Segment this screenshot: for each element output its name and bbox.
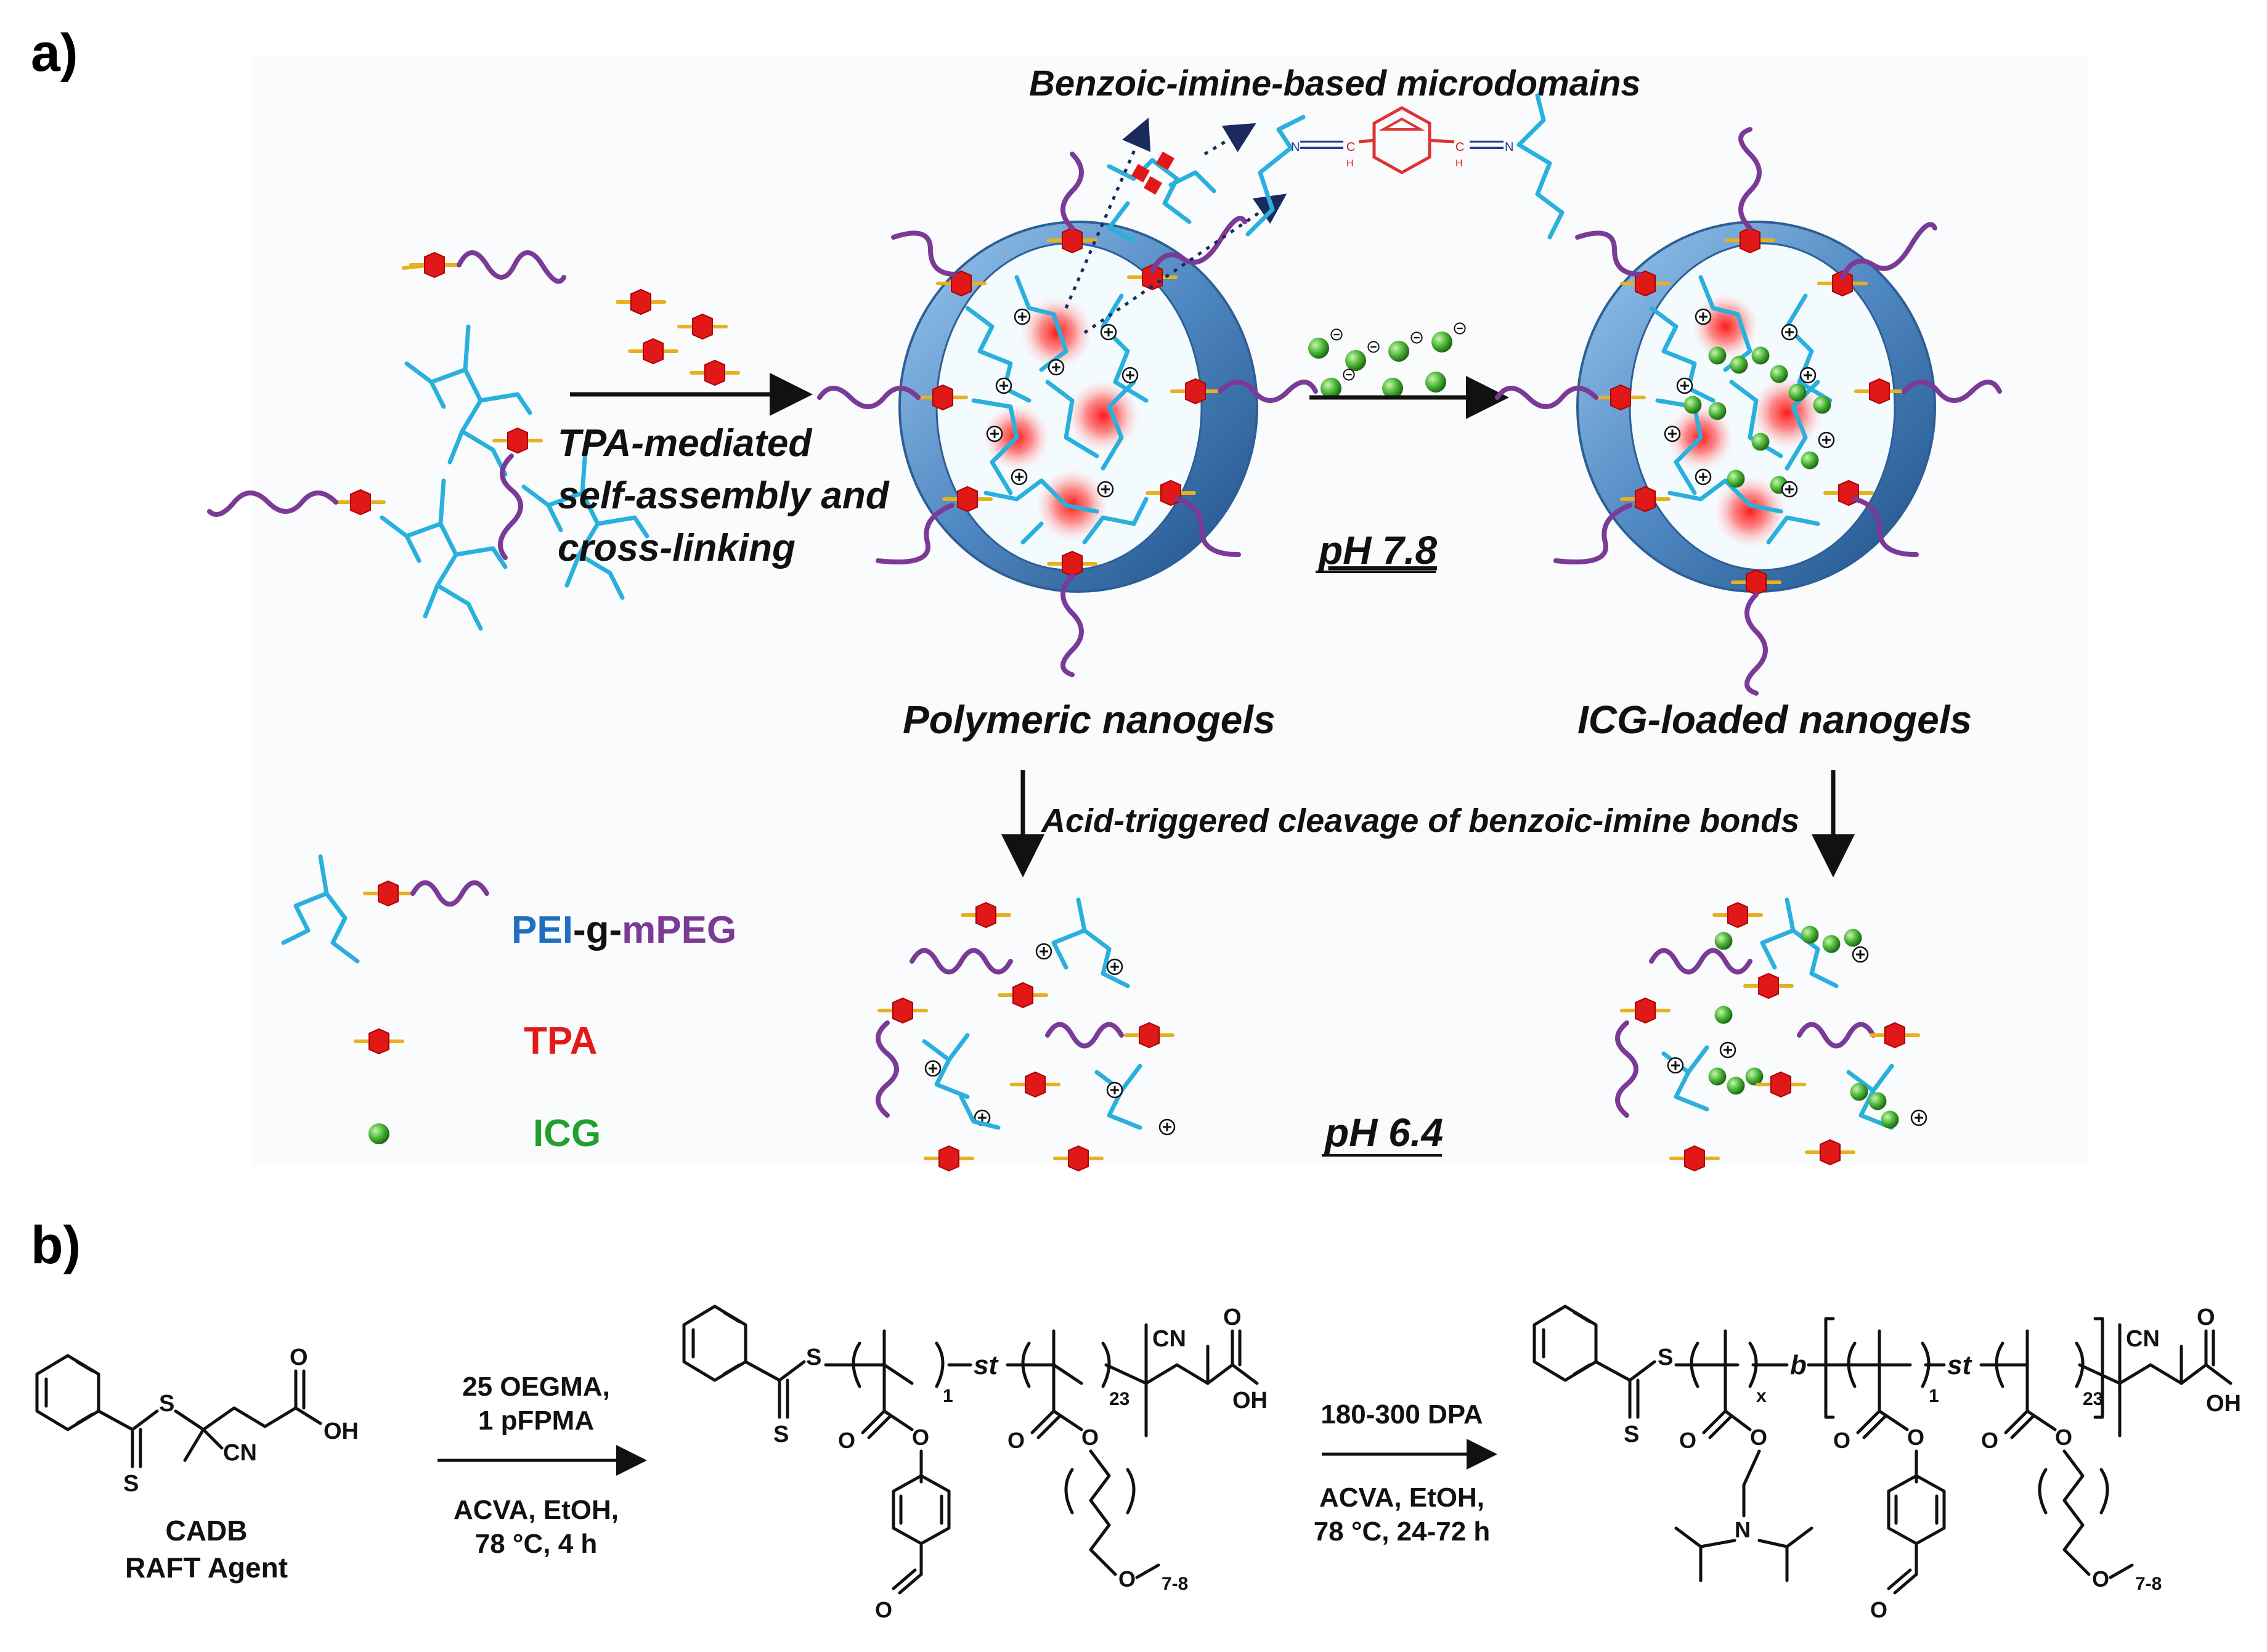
svg-text:S: S xyxy=(773,1422,789,1447)
svg-text:CN: CN xyxy=(223,1440,257,1466)
cadb-subtitle: RAFT Agent xyxy=(125,1552,288,1584)
svg-text:O: O xyxy=(1870,1597,1887,1622)
svg-text:C: C xyxy=(1455,140,1464,154)
legend-icg: ICG xyxy=(533,1112,601,1155)
disassembled-icg-nanogel xyxy=(1615,897,1927,1171)
step1-condition-2: 78 °C, 4 h xyxy=(475,1529,598,1559)
step2-reagent: 180-300 DPA xyxy=(1321,1399,1483,1430)
svg-text:23: 23 xyxy=(1109,1389,1129,1409)
svg-text:O: O xyxy=(2092,1566,2109,1592)
legend-pei-g-mpeg: PEI-g-mPEG xyxy=(511,909,736,951)
svg-text:b: b xyxy=(1790,1350,1807,1380)
polymeric-nanogel xyxy=(817,152,1318,677)
svg-text:7-8: 7-8 xyxy=(1162,1574,1188,1594)
svg-text:7-8: 7-8 xyxy=(2135,1574,2162,1594)
svg-text:S: S xyxy=(1624,1422,1639,1447)
svg-text:1: 1 xyxy=(943,1386,953,1406)
step2-condition-1: ACVA, EtOH, xyxy=(1319,1483,1484,1513)
svg-text:OH: OH xyxy=(1232,1388,1268,1414)
svg-text:1: 1 xyxy=(1929,1386,1939,1406)
svg-text:OH: OH xyxy=(324,1418,359,1444)
step1-condition-1: ACVA, EtOH, xyxy=(454,1495,619,1525)
svg-text:O: O xyxy=(1907,1425,1924,1450)
svg-text:O: O xyxy=(1007,1428,1025,1453)
disassembled-nanogel xyxy=(876,897,1176,1171)
svg-text:O: O xyxy=(2055,1425,2072,1450)
ph-low-label: pH 6.4 xyxy=(1324,1110,1443,1155)
cleavage-label: Acid-triggered cleavage of benzoic-imine… xyxy=(1040,802,1799,839)
step1-reagent-2: 1 pFPMA xyxy=(478,1406,594,1436)
cadb-structure: S S CN O OH xyxy=(35,1345,359,1497)
svg-text:O: O xyxy=(875,1597,892,1622)
panel-b-label: b) xyxy=(31,1216,81,1275)
legend: PEI-g-mPEG TPA ICG xyxy=(281,854,736,1155)
step1-text: TPA-mediated self-assembly and cross-lin… xyxy=(558,422,900,569)
svg-text:Benzoic-imine-based microdomai: Benzoic-imine-based microdomains xyxy=(1029,63,1641,104)
block-copolymer-structure: S S O O N x b O O xyxy=(1532,1304,2241,1622)
svg-text:O: O xyxy=(838,1428,855,1453)
svg-text:S: S xyxy=(806,1345,821,1370)
svg-text:st: st xyxy=(1947,1350,1972,1380)
svg-text:S: S xyxy=(1658,1345,1673,1370)
svg-text:O: O xyxy=(290,1345,308,1370)
panel-a-label: a) xyxy=(31,23,78,83)
svg-text:S: S xyxy=(123,1471,139,1497)
svg-text:N: N xyxy=(1291,140,1300,154)
ph-high-label: pH 7.8 xyxy=(1317,528,1437,572)
svg-text:O: O xyxy=(1118,1566,1136,1592)
cadb-name: CADB xyxy=(166,1515,248,1547)
icg-nanogel-label: ICG-loaded nanogels xyxy=(1577,698,1972,742)
svg-text:O: O xyxy=(1223,1304,1242,1330)
svg-text:st: st xyxy=(974,1350,999,1380)
svg-text:N: N xyxy=(1505,140,1513,154)
svg-text:S: S xyxy=(159,1391,174,1417)
polymeric-nanogel-label: Polymeric nanogels xyxy=(903,698,1276,742)
macro-cta-structure: S S O O O 1 st O O xyxy=(682,1304,1268,1622)
svg-text:C: C xyxy=(1346,140,1355,154)
svg-text:H: H xyxy=(1455,158,1463,169)
step2-condition-2: 78 °C, 24-72 h xyxy=(1314,1516,1491,1547)
svg-text:O: O xyxy=(1679,1428,1696,1453)
free-copolymers-left xyxy=(207,250,647,629)
benzoic-imine-inset: Benzoic-imine-based microdomains N C H C… xyxy=(1029,63,1641,335)
svg-text:O: O xyxy=(1981,1428,1998,1453)
legend-tpa: TPA xyxy=(524,1020,597,1062)
svg-text:CN: CN xyxy=(1152,1326,1186,1352)
panel-a-background xyxy=(253,55,2089,1165)
svg-text:N: N xyxy=(1735,1517,1751,1542)
svg-text:O: O xyxy=(1081,1425,1099,1450)
svg-text:O: O xyxy=(2197,1304,2215,1330)
svg-text:O: O xyxy=(1750,1425,1767,1450)
svg-text:x: x xyxy=(1756,1386,1767,1406)
svg-text:CN: CN xyxy=(2126,1326,2160,1352)
icg-loaded-nanogel xyxy=(1495,127,2002,696)
svg-text:23: 23 xyxy=(2083,1389,2103,1409)
svg-text:O: O xyxy=(912,1425,929,1450)
svg-text:O: O xyxy=(1833,1428,1850,1453)
svg-text:H: H xyxy=(1346,158,1354,169)
svg-text:OH: OH xyxy=(2206,1391,2241,1417)
step1-reagent-1: 25 OEGMA, xyxy=(462,1372,610,1402)
